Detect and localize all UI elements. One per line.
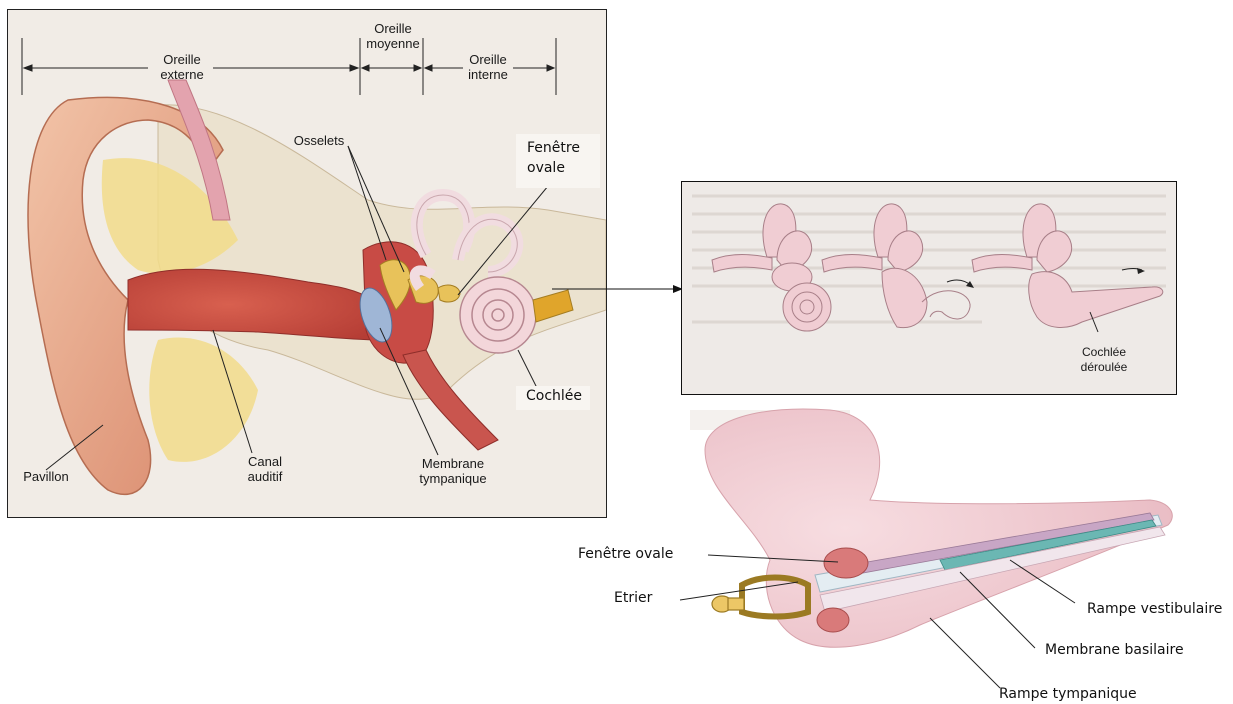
label-etrier: Etrier [614, 590, 652, 606]
ear-anatomy-illustration [8, 10, 606, 517]
label-oreille-interne: Oreille interne [462, 52, 514, 82]
label-osselets: Osselets [286, 133, 352, 148]
label-cochlee: Cochlée [526, 388, 582, 404]
label-oreille-moyenne: Oreille moyenne [363, 21, 423, 51]
ear-anatomy-figure: Oreille externe Oreille moyenne Oreille … [7, 9, 607, 518]
label-cochlee-deroulee: Cochlée déroulée [1074, 345, 1134, 375]
label-rampe-vestibulaire: Rampe vestibulaire [1087, 601, 1222, 617]
unrolled-cochlea-panel: Cochlée déroulée [681, 181, 1177, 395]
label-oreille-externe: Oreille externe [151, 52, 213, 82]
label-membrane-tympanique: Membrane tympanique [408, 456, 498, 486]
label-fenetre-ovale: Fenêtre ovale [527, 138, 580, 178]
label-rampe-tympanique: Rampe tympanique [999, 686, 1137, 702]
label-canal-auditif: Canal auditif [240, 454, 290, 484]
label-pavillon: Pavillon [16, 469, 76, 484]
label-section-fenetre-ovale: Fenêtre ovale [578, 546, 673, 562]
label-membrane-basilaire: Membrane basilaire [1045, 642, 1184, 658]
